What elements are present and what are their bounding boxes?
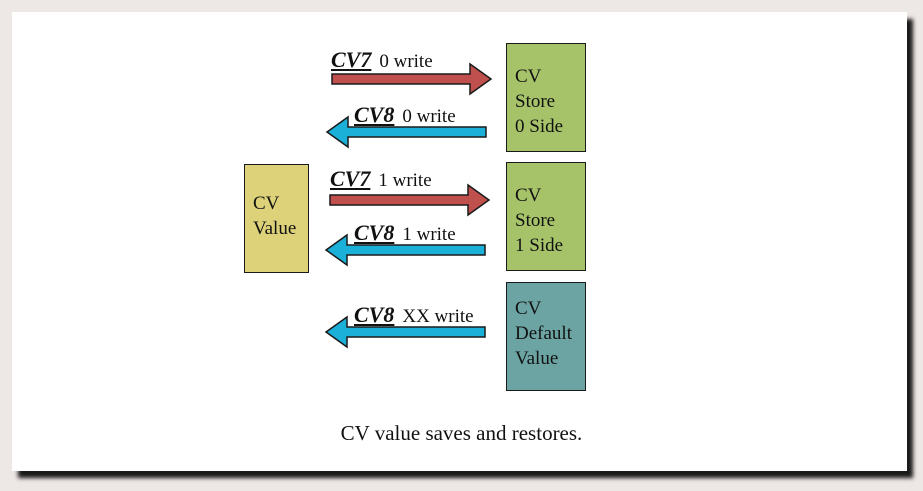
cv-store-0-side-box: CV Store 0 Side: [506, 43, 586, 152]
write-action: 1 write: [378, 170, 432, 191]
diagram-card: [12, 12, 907, 471]
cv-number: CV7: [331, 47, 372, 72]
store1-line-2: Store: [515, 210, 556, 231]
arrow-label-cv8-0: CV8 0 write: [354, 102, 456, 128]
default-line-2: Default: [515, 323, 572, 344]
store0-line-1: CV: [515, 66, 542, 87]
cv-store-1-side-box: CV Store 1 Side: [506, 162, 586, 271]
arrow-label-cv8-1: CV8 1 write: [354, 220, 456, 246]
store1-line-1: CV: [515, 185, 542, 206]
cv-number: CV8: [354, 302, 395, 327]
right-arrow-icon: [331, 62, 493, 96]
default-line-3: Value: [515, 348, 559, 369]
right-arrow-icon: [329, 183, 491, 217]
arrow-label-cv7-1: CV7 1 write: [330, 166, 432, 192]
left-arrow-icon: [324, 315, 486, 349]
store0-line-2: Store: [515, 91, 556, 112]
diagram-caption: CV value saves and restores.: [340, 421, 583, 445]
cv-default-value-box: CV Default Value: [506, 282, 586, 391]
cv-number: CV8: [354, 102, 395, 127]
cv-value-box: CV Value: [244, 164, 309, 273]
write-action: 0 write: [402, 106, 456, 127]
default-line-1: CV: [515, 298, 542, 319]
write-action: XX write: [402, 306, 474, 327]
left-arrow-icon: [324, 233, 486, 267]
write-action: 0 write: [379, 51, 433, 72]
cv-value-line-1: CV: [253, 193, 280, 214]
cv-number: CV7: [330, 166, 371, 191]
cv-value-line-2: Value: [253, 218, 297, 239]
arrow-label-cv8-xx: CV8 XX write: [354, 302, 474, 328]
cv-number: CV8: [354, 220, 395, 245]
left-arrow-icon: [325, 115, 487, 149]
store0-line-3: 0 Side: [515, 116, 564, 137]
write-action: 1 write: [402, 224, 456, 245]
arrow-label-cv7-0: CV7 0 write: [331, 47, 433, 73]
store1-line-3: 1 Side: [515, 235, 564, 256]
